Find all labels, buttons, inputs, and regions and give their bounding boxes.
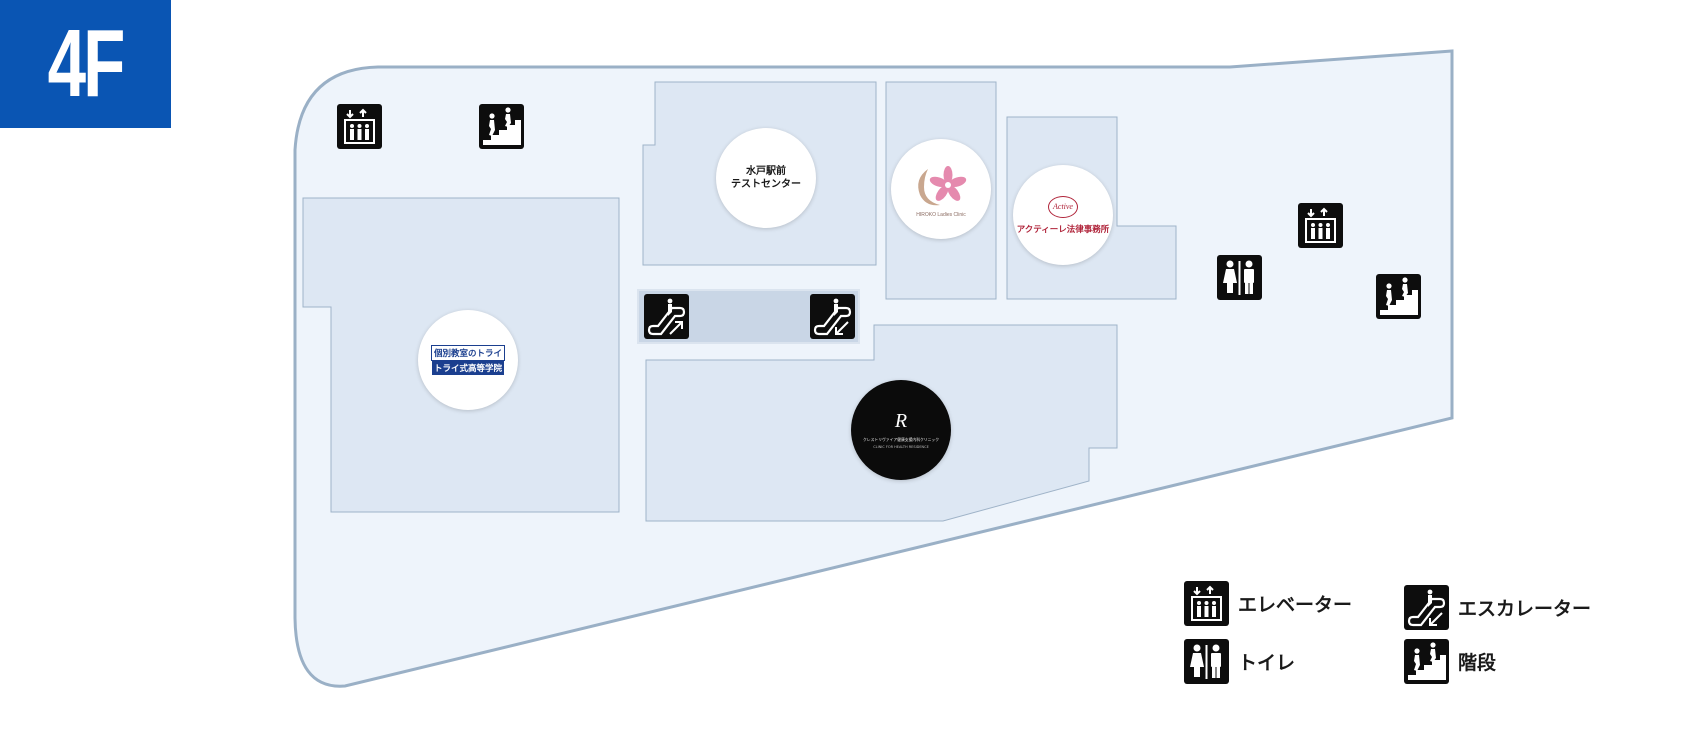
elevator-icon[interactable]	[337, 104, 382, 149]
legend-label: エレベーター	[1238, 594, 1353, 616]
try-school-line1: 個別教室のトライ	[430, 345, 505, 361]
legend-item-restroom: トイレ	[1184, 639, 1295, 684]
tenant-logo-test-center[interactable]: 水戸駅前 テストセンター	[716, 128, 816, 228]
escalator-down-icon[interactable]	[810, 294, 855, 339]
residence-clinic-mark: R	[894, 410, 908, 432]
escalator-up-icon[interactable]	[644, 294, 689, 339]
legend-item-escalator: エスカレーター	[1404, 585, 1591, 630]
elevator-icon	[1184, 581, 1229, 626]
tenant-name-line1: クレストリヴァイア健康支援内科クリニック	[863, 437, 939, 442]
tenant-name-line1: 水戸駅前	[746, 165, 786, 177]
floor-label: 4F	[48, 10, 126, 117]
floor-label-badge: 4F	[0, 0, 171, 128]
restroom-icon	[1184, 639, 1229, 684]
elevator-icon[interactable]	[1298, 203, 1343, 248]
law-office-brand: Active	[1053, 202, 1073, 211]
escalator-icon	[1404, 585, 1449, 630]
legend-item-stairs: 階段	[1404, 639, 1496, 684]
legend-label: トイレ	[1238, 652, 1296, 674]
tenant-logo-ladies-clinic[interactable]: HIROKO Ladies Clinic	[891, 139, 991, 239]
tenant-logo-law-office[interactable]: Active アクティーレ法律事務所	[1013, 165, 1113, 265]
restroom-icon[interactable]	[1217, 255, 1262, 300]
flower-logo-icon	[918, 165, 967, 205]
legend-item-elevator: エレベーター	[1184, 581, 1352, 626]
legend-label: エスカレーター	[1458, 598, 1592, 620]
tenant-logo-try-school[interactable]: 個別教室のトライ トライ式高等学院	[418, 310, 518, 410]
tenant-logo-residence-clinic[interactable]: R クレストリヴァイア健康支援内科クリニック CLINIC FOR HEALTH…	[851, 380, 951, 480]
tenant-name: HIROKO Ladies Clinic	[916, 211, 966, 218]
tenant-name-line2: CLINIC FOR HEALTH RESIDENCE	[873, 445, 929, 449]
tenant-name: アクティーレ法律事務所	[1016, 224, 1110, 235]
stairs-icon[interactable]	[1376, 274, 1421, 319]
law-office-mark: Active	[1048, 195, 1078, 218]
stairs-icon	[1404, 639, 1449, 684]
legend-label: 階段	[1458, 652, 1497, 674]
try-school-line2: トライ式高等学院	[431, 361, 504, 375]
tenant-name-line2: テストセンター	[731, 179, 801, 190]
stairs-icon[interactable]	[479, 104, 524, 149]
